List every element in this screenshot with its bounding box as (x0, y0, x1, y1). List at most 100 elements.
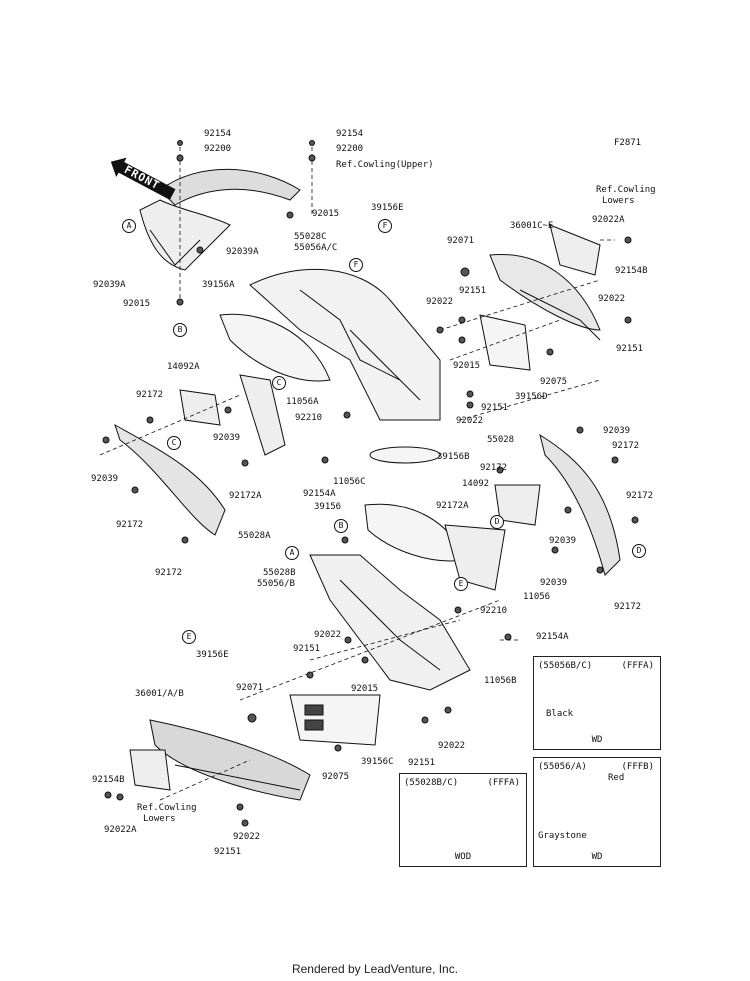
part-label[interactable]: 92071 (447, 236, 475, 246)
inset-part: (55056/A) (538, 762, 587, 772)
part-label[interactable]: 92015 (453, 361, 481, 371)
part-label[interactable]: 11056B (484, 676, 517, 686)
part-label[interactable]: 92210 (480, 606, 508, 616)
part-label[interactable]: 39156D (515, 392, 548, 402)
callout-circle-b: B (334, 519, 348, 533)
part-label[interactable]: 92172 (480, 463, 508, 473)
part-label[interactable]: 92022 (598, 294, 626, 304)
callout-circle-d: D (632, 544, 646, 558)
part-label[interactable]: 92172 (626, 491, 654, 501)
part-label[interactable]: 92151 (293, 644, 321, 654)
part-label[interactable]: 92172 (116, 520, 144, 530)
part-label[interactable]: 92022 (426, 297, 454, 307)
part-label[interactable]: 92172 (612, 441, 640, 451)
part-label[interactable]: 92154A (303, 489, 336, 499)
part-label[interactable]: 92015 (312, 209, 340, 219)
part-label[interactable]: 39156E (371, 203, 404, 213)
part-label[interactable]: 55028A (238, 531, 271, 541)
part-label[interactable]: 92022 (233, 832, 261, 842)
part-label[interactable]: 92022 (438, 741, 466, 751)
callout-circle-c: C (272, 376, 286, 390)
ref-label[interactable]: Ref.Cowling (137, 803, 197, 813)
ref-label[interactable]: Ref.Cowling(Upper) (336, 160, 434, 170)
part-label[interactable]: 11056 (523, 592, 551, 602)
part-label[interactable]: 39156 (314, 502, 342, 512)
ref-label[interactable]: Lowers (602, 196, 635, 206)
inset-code: (FFFA) (621, 661, 654, 671)
part-label[interactable]: 92039A (93, 280, 126, 290)
part-label[interactable]: 55028B (263, 568, 296, 578)
part-label[interactable]: 92172 (136, 390, 164, 400)
part-label[interactable]: 14092A (167, 362, 200, 372)
part-label[interactable]: 39156E (196, 650, 229, 660)
part-label[interactable]: 92022A (592, 215, 625, 225)
part-label[interactable]: 92015 (351, 684, 379, 694)
part-label[interactable]: 92172A (229, 491, 262, 501)
callout-circle-d: D (490, 515, 504, 529)
part-label[interactable]: 11056A (286, 397, 319, 407)
part-label[interactable]: 92039A (226, 247, 259, 257)
part-label[interactable]: 14092 (462, 479, 490, 489)
callout-circle-b: B (173, 323, 187, 337)
part-label[interactable]: 92154 (336, 129, 364, 139)
part-label[interactable]: 92039 (91, 474, 119, 484)
part-label[interactable]: 92210 (295, 413, 323, 423)
part-label[interactable]: 92039 (603, 426, 631, 436)
part-label[interactable]: 92071 (236, 683, 264, 693)
part-label[interactable]: 36001/A/B (135, 689, 184, 699)
part-label[interactable]: 55056A/C (294, 243, 338, 253)
part-label[interactable]: 92075 (540, 377, 568, 387)
inset-55056bc: (55056B/C) (FFFA) Black WD (533, 656, 661, 750)
part-label[interactable]: 55028 (487, 435, 515, 445)
part-label[interactable]: 39156B (437, 452, 470, 462)
part-label[interactable]: 39156A (202, 280, 235, 290)
part-label[interactable]: 92172 (155, 568, 183, 578)
part-label[interactable]: 92151 (481, 403, 509, 413)
part-label[interactable]: 55028C (294, 232, 327, 242)
color-label: Red (608, 773, 625, 783)
part-label[interactable]: 92015 (123, 299, 151, 309)
part-label[interactable]: 92151 (214, 847, 242, 857)
callout-circle-a: A (122, 219, 136, 233)
part-label[interactable]: 92022A (104, 825, 137, 835)
part-label[interactable]: 92022 (314, 630, 342, 640)
front-arrow-icon (110, 157, 176, 200)
part-label[interactable]: 92154B (615, 266, 648, 276)
callout-circle-e: E (454, 577, 468, 591)
front-arrow: FRONT (106, 152, 180, 205)
part-label[interactable]: 92039 (213, 433, 241, 443)
inset-part: (55028B/C) (404, 778, 459, 788)
part-label[interactable]: 11056C (333, 477, 366, 487)
inset-55028bc: (55028B/C) (FFFA) WOD (399, 773, 527, 867)
part-label[interactable]: 36001C~E (510, 221, 554, 231)
part-label[interactable]: 92151 (616, 344, 644, 354)
part-label[interactable]: 92151 (459, 286, 487, 296)
part-label[interactable]: 92172 (614, 602, 642, 612)
part-label[interactable]: 92172A (436, 501, 469, 511)
inset-code: (FFFB) (621, 762, 654, 772)
footer-credit: Rendered by LeadVenture, Inc. (291, 962, 459, 976)
ref-label[interactable]: Ref.Cowling (596, 185, 656, 195)
part-label[interactable]: 92039 (540, 578, 568, 588)
part-label[interactable]: 92200 (204, 144, 232, 154)
figure-ref: F2871 (614, 138, 642, 148)
inset-55056a: (55056/A) (FFFB) Red Graystone WD (533, 757, 661, 867)
part-label[interactable]: 55056/B (257, 579, 295, 589)
part-label[interactable]: 92039 (549, 536, 577, 546)
inset-variant: WOD (454, 852, 472, 862)
part-label[interactable]: 92075 (322, 772, 350, 782)
part-label[interactable]: 92151 (408, 758, 436, 768)
callout-circle-e: E (182, 630, 196, 644)
part-label[interactable]: 92154B (92, 775, 125, 785)
part-label[interactable]: 92154A (536, 632, 569, 642)
inset-variant: WD (591, 852, 603, 862)
part-label[interactable]: 92022 (456, 416, 484, 426)
ref-label[interactable]: Lowers (143, 814, 176, 824)
part-label[interactable]: 39156C (361, 757, 394, 767)
inset-part: (55056B/C) (538, 661, 593, 671)
callout-circle-f: F (378, 219, 392, 233)
part-label[interactable]: 92200 (336, 144, 364, 154)
part-label[interactable]: 92154 (204, 129, 232, 139)
